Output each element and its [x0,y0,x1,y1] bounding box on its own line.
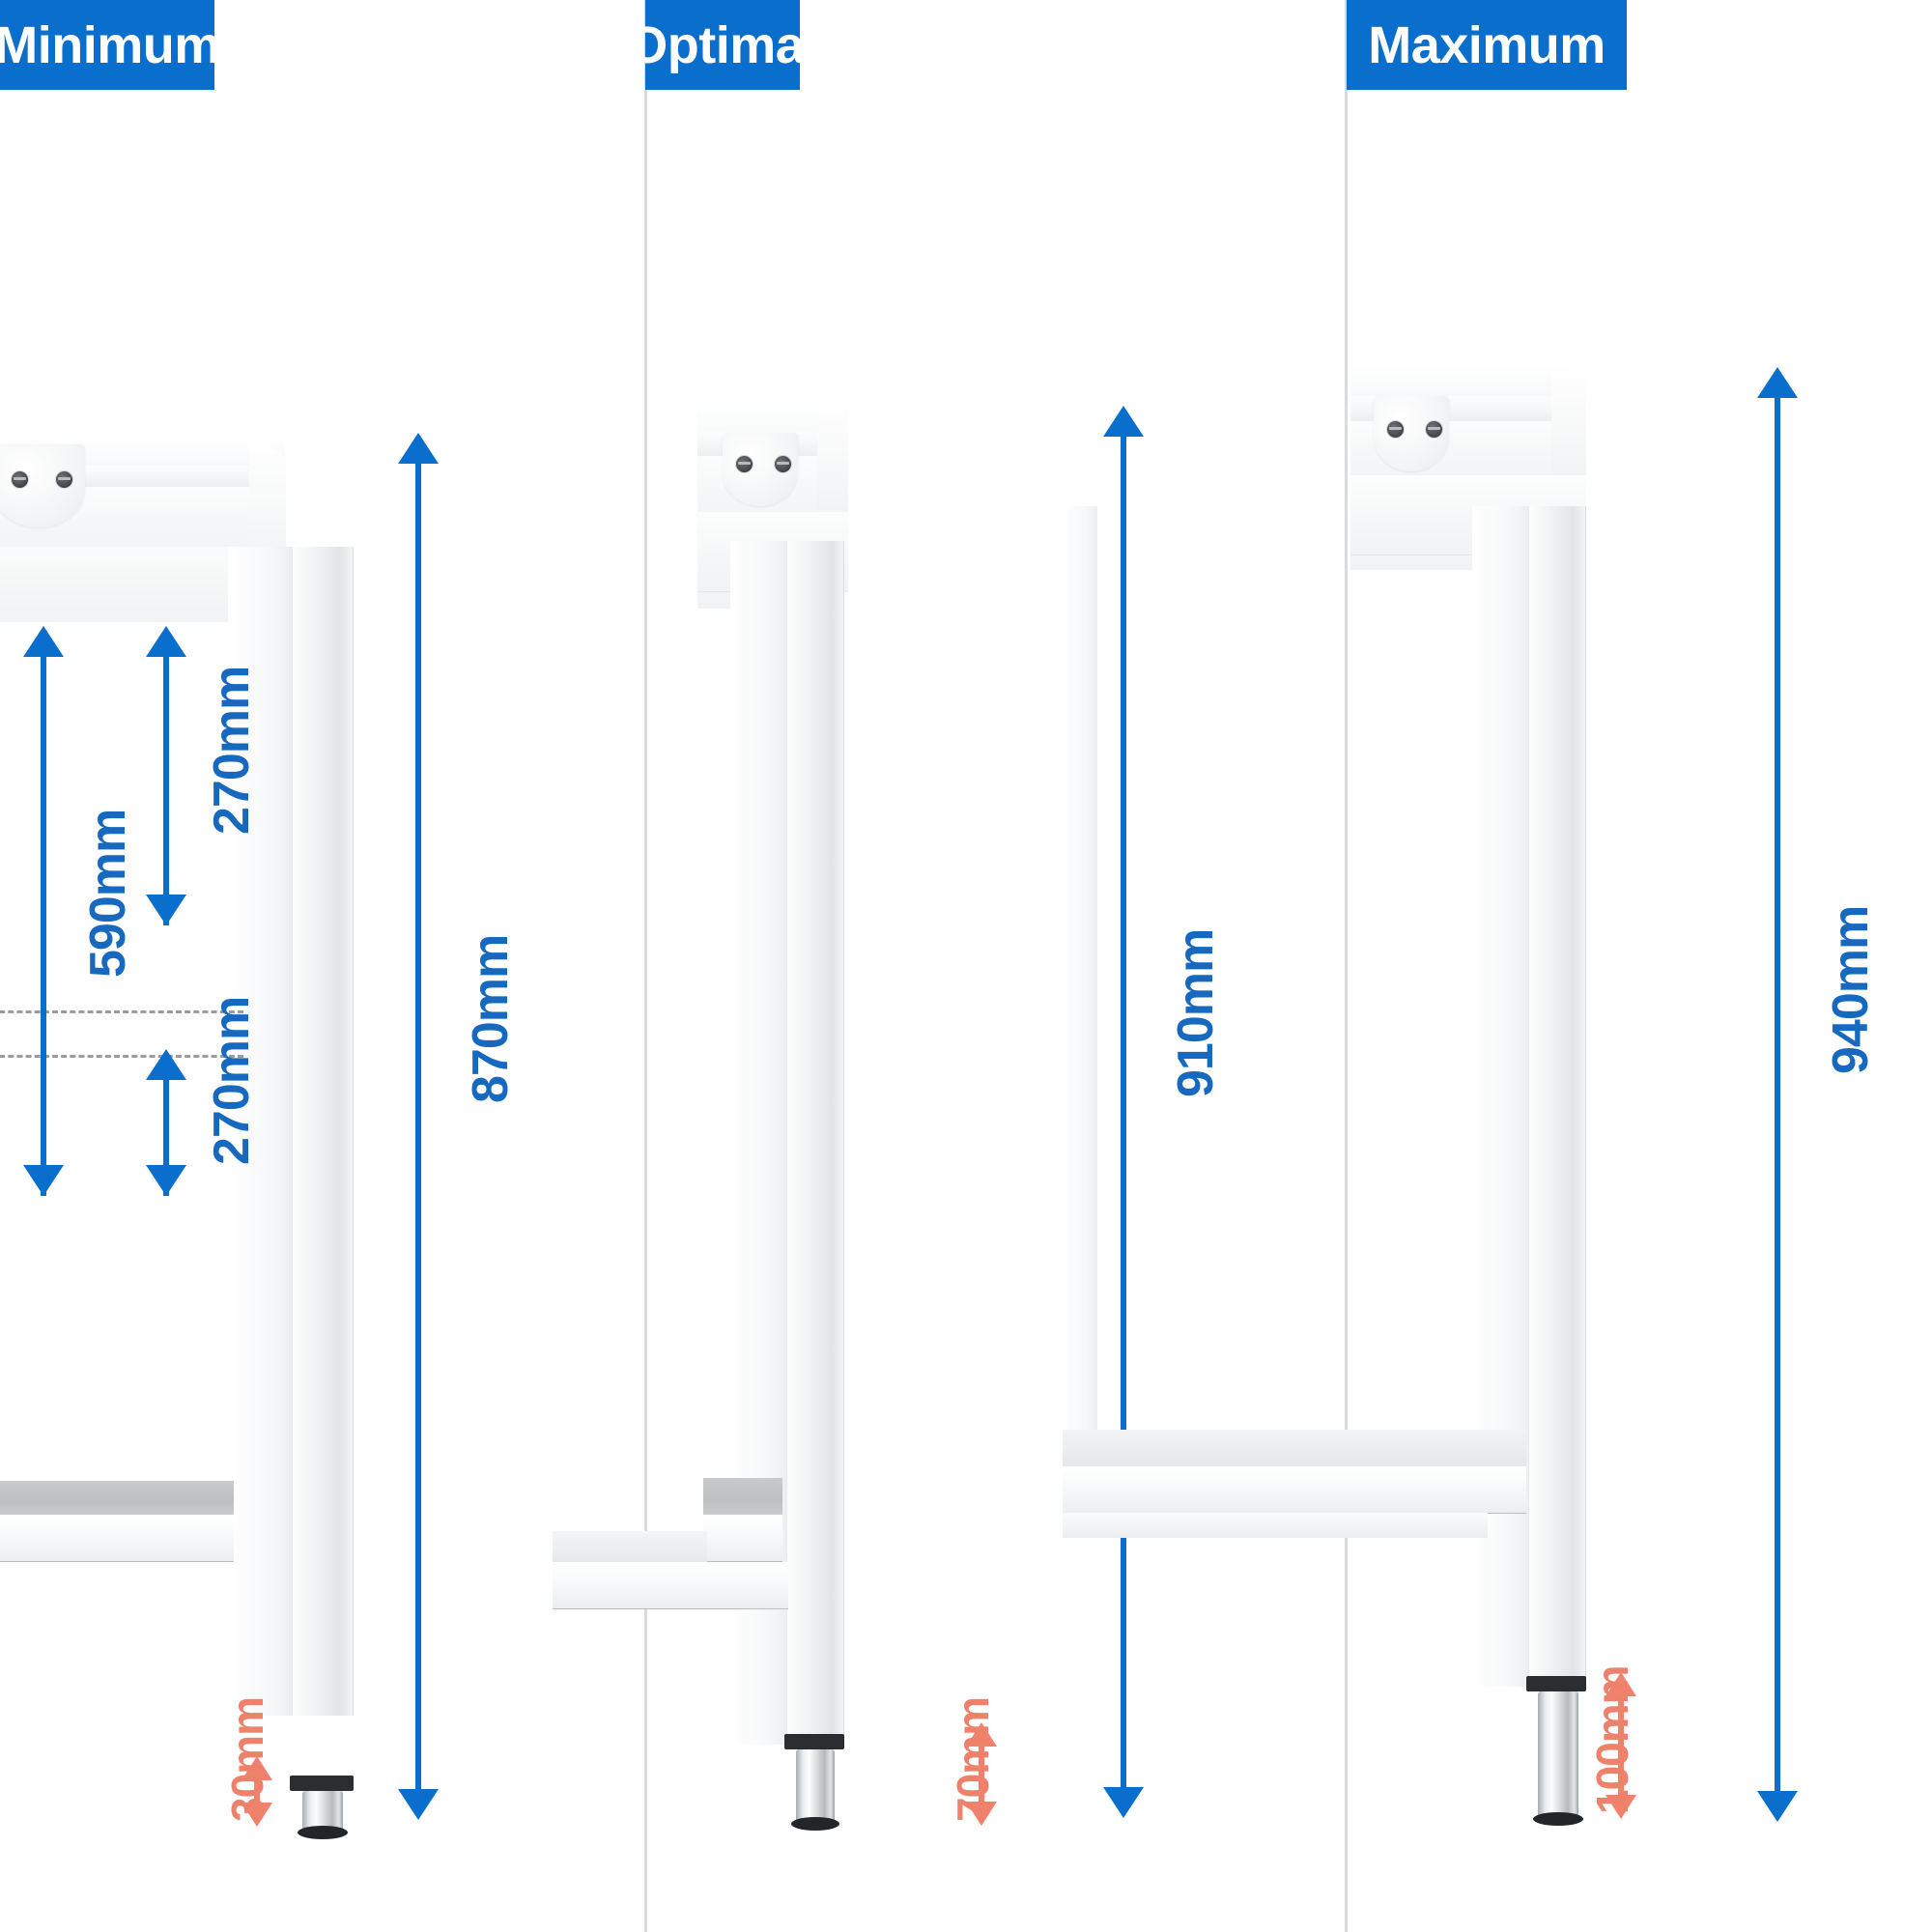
panel-label-optimal: Optimal [627,0,818,90]
arrow-910-line [1121,433,1126,1791]
bottom-shelf-optimal [703,1515,782,1562]
dimension-label-30mm: 30mm [222,1697,272,1822]
dimension-label-590mm: 590mm [80,809,136,978]
bracket-screw-right-maximum [1426,421,1442,438]
bottom-shelf-minimum [0,1515,234,1562]
tabletop-right-bevel-maximum [1551,365,1586,480]
arrow-270-lower-head-bottom [146,1165,186,1196]
bracket-screw-left-minimum [12,471,28,488]
dimension-label-910mm: 910mm [1168,928,1224,1097]
arrow-30mm-line [254,1778,260,1805]
leg-cap-minimum [290,1776,354,1791]
table-leg-rear-maximum [1063,506,1097,1472]
arrow-870-head-bottom [398,1789,439,1820]
bottom-rail-dark-optimal [553,1531,707,1562]
bottom-shelf-top-minimum [0,1481,234,1515]
arrow-70mm-line [979,1745,984,1804]
arrow-870-head-top [398,433,439,464]
leg-cap-optimal [784,1734,844,1749]
bracket-screw-right-minimum [56,471,72,488]
arrow-270-upper-head-top [146,626,186,657]
bottom-shelf-maximum [1063,1466,1526,1514]
table-leg-minimum [292,547,354,1716]
reference-dashline-upper [0,1010,243,1013]
arrow-870-line [415,460,421,1793]
table-leg-front-minimum [228,547,292,1716]
bracket-screw-left-optimal [736,456,753,472]
arrow-940-head-bottom [1757,1791,1798,1822]
foot-pad-optimal [791,1817,839,1831]
arrow-30mm-head-top [242,1756,272,1780]
panel-divider-2 [1345,0,1348,1932]
dimension-label-940mm: 940mm [1823,905,1879,1074]
table-leg-optimal [786,541,844,1745]
dimension-label-270mm-lower: 270mm [204,996,260,1165]
tabletop-bevel-minimum [249,437,286,548]
dimension-label-100mm: 100mm [1587,1665,1637,1814]
arrow-910-head-bottom [1103,1787,1144,1818]
table-leg-maximum [1528,506,1586,1687]
tabletop-edge-maximum [1350,365,1575,397]
foot-pad-maximum [1533,1812,1583,1826]
arrow-270-upper-line [163,653,169,925]
adjustable-foot-maximum [1538,1691,1578,1819]
reference-dashline-lower [0,1055,243,1058]
arrow-70mm-head-top [966,1722,997,1747]
arrow-100mm-line [1618,1694,1624,1797]
arrow-940-line [1775,394,1780,1795]
panel-label-maximum: Maximum [1347,0,1627,90]
apron-lower-minimum [0,547,251,622]
bottom-shelf-top-span-optimal [703,1478,782,1515]
arrow-590-head-bottom [23,1165,64,1196]
arrow-590-line [41,653,46,1196]
arrow-590-head-top [23,626,64,657]
bottom-shelf-top-maximum [1063,1430,1526,1466]
dimension-label-70mm: 70mm [948,1697,998,1822]
arrow-30mm-head-bottom [242,1803,272,1827]
arrow-270-lower-head-top [146,1049,186,1080]
adjustable-foot-optimal [796,1749,835,1825]
bracket-screw-right-optimal [775,456,791,472]
arrow-100mm-head-bottom [1605,1795,1636,1819]
arrow-940-head-top [1757,367,1798,398]
arrow-910-head-top [1103,406,1144,437]
bracket-screw-left-maximum [1387,421,1404,438]
dimension-label-270mm-upper: 270mm [204,666,260,835]
bottom-rail-maximum [1063,1513,1488,1538]
arrow-270-upper-head-bottom [146,895,186,925]
leg-cap-maximum [1526,1676,1586,1691]
mount-bracket-minimum [0,444,85,527]
panel-label-minimum: Minimum [0,0,220,90]
arrow-100mm-head-top [1605,1672,1636,1696]
arrow-70mm-head-bottom [966,1802,997,1826]
tabletop-right-bevel-optimal [817,400,848,513]
bottom-rail-optimal [553,1562,788,1609]
foot-pad-minimum [298,1826,348,1839]
arrow-270-lower-line [163,1076,169,1196]
dimension-label-870mm: 870mm [463,934,519,1103]
panel-divider-1 [644,0,647,1932]
